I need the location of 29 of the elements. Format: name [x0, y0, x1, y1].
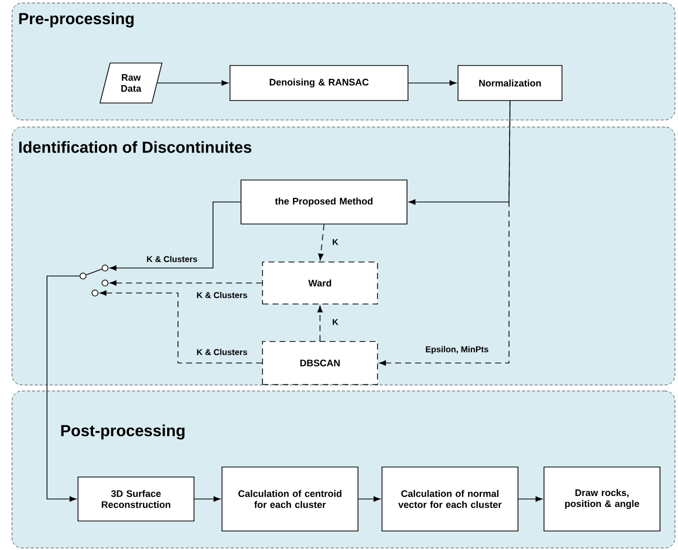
process-box: Ward	[262, 262, 378, 304]
arrow	[317, 306, 323, 342]
process-box: Denoising & RANSAC	[230, 65, 408, 101]
arrow	[100, 290, 262, 364]
process-box: DBSCAN	[262, 341, 378, 385]
switch-terminal	[102, 280, 108, 286]
process-box: Draw rocks, position & angle	[544, 466, 660, 532]
arrow	[110, 202, 241, 271]
process-box: the Proposed Method	[240, 180, 408, 224]
arrow	[46, 276, 80, 502]
switch-terminal	[80, 272, 86, 280]
process-box: Calculation of normal vector for each cluster	[382, 466, 518, 532]
edge-label: Epsilon, MinPts	[424, 345, 490, 355]
edge-label: K	[332, 239, 338, 245]
arrow	[194, 496, 220, 502]
switch-terminal	[92, 290, 98, 296]
arrow	[518, 496, 542, 502]
switch-terminal	[102, 264, 108, 272]
arrow	[358, 496, 380, 502]
data-parallelogram: Raw Data	[100, 62, 163, 104]
process-box: Calculation of centroid for each cluster	[222, 466, 358, 532]
process-box: Normalization	[458, 65, 562, 101]
arrow	[110, 280, 262, 286]
arrow	[379, 100, 510, 366]
arrow	[156, 80, 228, 86]
arrow	[408, 80, 456, 86]
process-box: 3D Surface Reconstruction	[78, 476, 194, 522]
arrow	[318, 224, 324, 260]
edge-label: K	[332, 319, 338, 325]
